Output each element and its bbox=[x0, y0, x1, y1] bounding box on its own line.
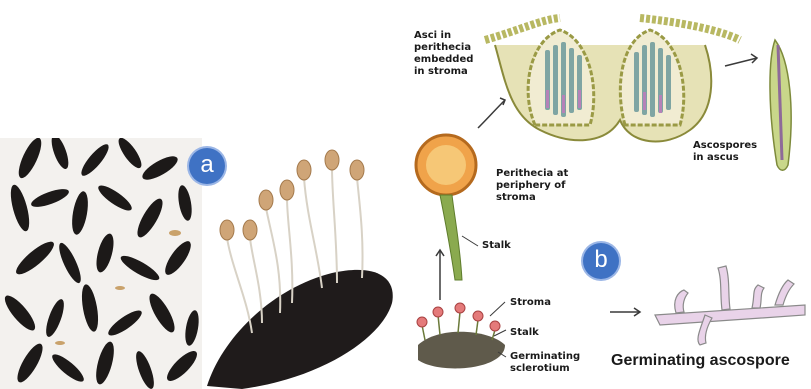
small-sclerotium bbox=[418, 332, 505, 369]
label-stalk-upper: Stalk bbox=[482, 240, 511, 252]
stalk-drawing bbox=[440, 195, 462, 280]
label-stroma: Stroma bbox=[510, 297, 551, 309]
germinating-ascospore-drawing bbox=[655, 266, 805, 345]
badge-b: b bbox=[583, 243, 619, 279]
label-ascospores: Ascospores in ascus bbox=[693, 140, 757, 164]
label-germinating-sclerotium: Germinating sclerotium bbox=[510, 351, 580, 375]
perithecium-section bbox=[485, 18, 740, 141]
label-asci: Asci in perithecia embedded in stroma bbox=[414, 30, 473, 78]
label-stalk-lower: Stalk bbox=[510, 327, 539, 339]
label-germinating-ascospore: Germinating ascospore bbox=[611, 352, 790, 370]
label-perithecia: Perithecia at periphery of stroma bbox=[496, 168, 568, 204]
